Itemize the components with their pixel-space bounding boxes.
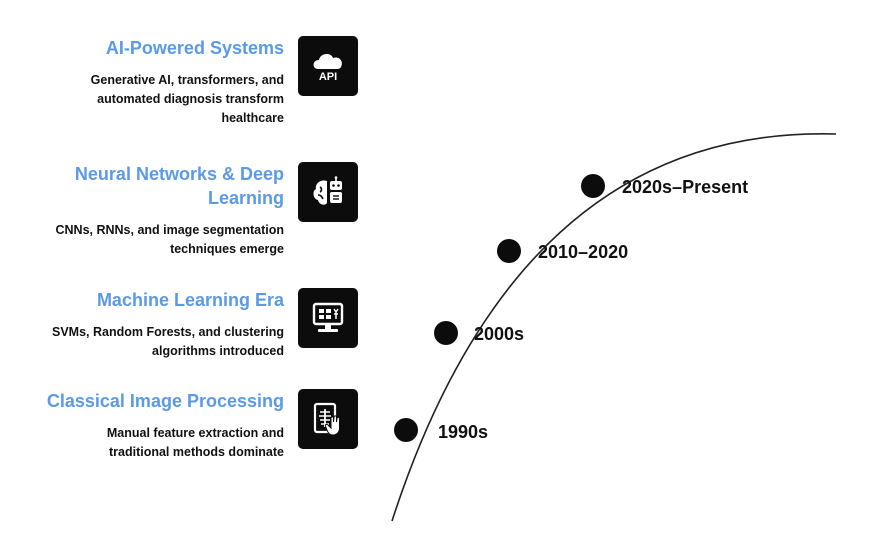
era-ai-powered: AI-Powered Systems Generative AI, transf… <box>44 36 284 128</box>
milestone-dot-2010 <box>497 239 521 263</box>
brain-robot-icon <box>298 162 358 222</box>
milestone-dot-1990s <box>394 418 418 442</box>
api-icon-text: API <box>319 71 337 83</box>
xray-hand-icon <box>298 389 358 449</box>
era-title: Machine Learning Era <box>96 290 284 310</box>
era-description: SVMs, Random Forests, and clustering alg… <box>52 325 284 358</box>
milestone-label-1990s: 1990s <box>438 422 489 442</box>
era-machine-learning: Machine Learning Era SVMs, Random Forest… <box>44 288 284 361</box>
milestone-dot-2020s <box>581 174 605 198</box>
cloud-api-icon: API <box>298 36 358 96</box>
era-title: AI-Powered Systems <box>105 38 284 58</box>
era-description: Manual feature extraction and traditiona… <box>106 426 284 459</box>
milestone-label-2000s: 2000s <box>474 324 525 344</box>
era-title: Classical Image Processing <box>46 391 284 411</box>
computer-monitor-icon <box>298 288 358 348</box>
milestone-dot-2000s <box>434 321 458 345</box>
era-title: Neural Networks & Deep Learning <box>74 164 284 208</box>
milestone-label-2010: 2010–2020 <box>538 242 629 262</box>
era-classical: Classical Image Processing Manual featur… <box>44 389 284 462</box>
milestone-label-2020s: 2020s–Present <box>622 177 749 197</box>
era-description: CNNs, RNNs, and image segmentation techn… <box>55 223 284 256</box>
era-neural-networks: Neural Networks & Deep Learning CNNs, RN… <box>44 162 284 259</box>
timeline-curve <box>391 133 837 522</box>
era-description: Generative AI, transformers, and automat… <box>90 73 284 125</box>
